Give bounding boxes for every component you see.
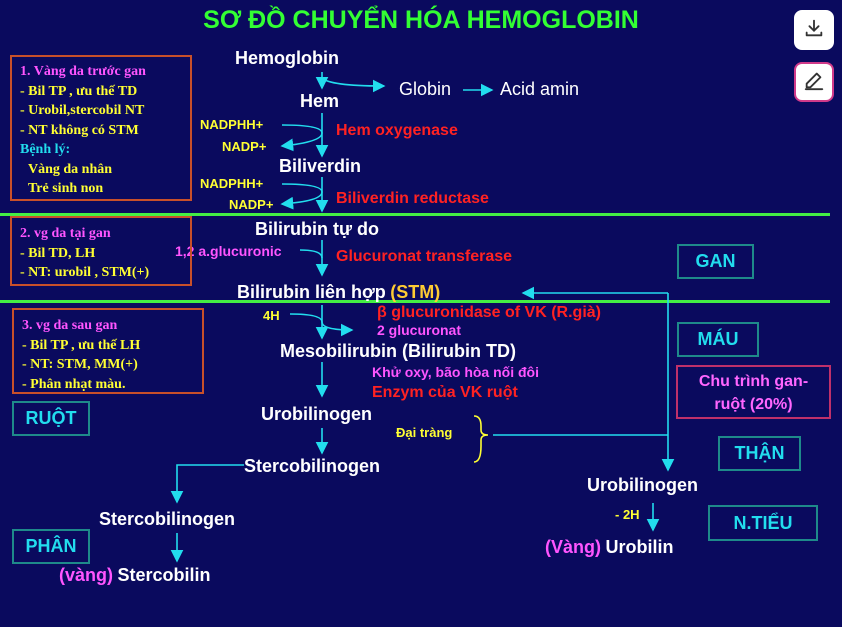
- nadp-2-label: NADP+: [229, 197, 274, 212]
- download-icon: [803, 17, 825, 44]
- page-title: SƠ ĐỒ CHUYỂN HÓA HEMOGLOBIN: [203, 6, 639, 34]
- stm-label: (STM): [390, 282, 441, 302]
- box1-item: - Urobil,stercobil NT: [20, 103, 145, 118]
- divider-mau: [0, 300, 830, 303]
- chu-trinh-line-2: ruột (20%): [714, 396, 793, 413]
- jaundice-pre-hepatic-box: 1. Vàng da trước gan - Bil TP , ưu thế T…: [10, 55, 192, 201]
- bilirubin-lien-hop-label: Bilirubin liên hợp: [237, 282, 386, 302]
- box3-heading: 3. vg da sau gan: [22, 318, 118, 333]
- box1-benh-ly-item: Trẻ sinh non: [28, 181, 104, 196]
- box1-heading: 1. Vàng da trước gan: [20, 64, 146, 79]
- glucuronat-transferase-label: Glucuronat transferase: [336, 248, 513, 265]
- hem-label: Hem: [300, 91, 340, 111]
- download-button[interactable]: [794, 10, 834, 50]
- stercobilin-label: Stercobilin: [117, 565, 211, 585]
- bilirubin-tu-do-label: Bilirubin tự do: [255, 219, 380, 239]
- stercobilinogen-2-label: Stercobilinogen: [99, 509, 236, 529]
- hemoglobin-label: Hemoglobin: [235, 48, 339, 68]
- box2-item: - NT: urobil , STM(+): [20, 265, 150, 280]
- khu-oxy-label: Khử oxy, bão hòa nối đôi: [372, 364, 539, 380]
- divider-gan: [0, 213, 830, 216]
- ruot-label: RUỘT: [12, 401, 90, 436]
- nadphh-2-label: NADPHH+: [200, 176, 264, 191]
- box1-benh-ly-item: Vàng da nhân: [28, 161, 113, 177]
- box3-item: - Phân nhạt màu.: [22, 376, 126, 392]
- n-tieu-label: N.TIỂU: [708, 505, 818, 541]
- box1-benh-ly-label: Bệnh lý:: [20, 142, 71, 157]
- mau-label: MÁU: [677, 322, 759, 357]
- urobilin-label: Urobilin: [605, 537, 674, 557]
- box3-item: - Bil TP , ưu thế LH: [22, 337, 141, 353]
- jaundice-hepatic-box: 2. vg da tại gan - Bil TD, LH - NT: urob…: [10, 216, 192, 286]
- box1-item: - Bil TP , ưu thế TD: [20, 83, 138, 99]
- beta-glucuronidase-label: β glucuronidase of VK (R.già): [377, 304, 601, 321]
- vang-left-label: (vàng): [59, 565, 113, 585]
- urobilinogen-right-label: Urobilinogen: [587, 475, 698, 495]
- box3-item: - NT: STM, MM(+): [22, 357, 138, 372]
- box2-item: - Bil TD, LH: [20, 245, 96, 261]
- glucuronic-label: 1,2 a.glucuronic: [175, 243, 282, 259]
- nadphh-1-label: NADPHH+: [200, 117, 264, 132]
- h4-label: 4H: [263, 308, 280, 323]
- hem-oxygenase-label: Hem oxygenase: [336, 122, 458, 139]
- than-label: THẬN: [718, 436, 801, 471]
- stercobilin: (vàng) Stercobilin: [59, 565, 210, 586]
- glucuronat-2-label: 2 glucuronat: [377, 322, 462, 338]
- biliverdin-reductase-label: Biliverdin reductase: [336, 190, 489, 207]
- acid-amin-label: Acid amin: [500, 79, 580, 99]
- dai-trang-label: Đại tràng: [396, 425, 453, 440]
- chu-trinh-gan-ruot-box: Chu trình gan- ruột (20%): [676, 365, 831, 419]
- mesobilirubin-label: Mesobilirubin (Bilirubin TD): [280, 341, 516, 361]
- bilirubin-lien-hop: Bilirubin liên hợp (STM): [237, 282, 440, 303]
- edit-button[interactable]: [794, 62, 834, 102]
- jaundice-post-hepatic-box: 3. vg da sau gan - Bil TP , ưu thế LH - …: [12, 308, 204, 394]
- gan-label: GAN: [677, 244, 754, 279]
- minus-2h-label: - 2H: [615, 507, 640, 522]
- box2-heading: 2. vg da tại gan: [20, 226, 111, 241]
- biliverdin-label: Biliverdin: [279, 156, 362, 176]
- stercobilinogen-1-label: Stercobilinogen: [244, 456, 381, 476]
- edit-icon: [803, 69, 825, 96]
- vang-right-label: (Vàng): [545, 537, 601, 557]
- urobilin: (Vàng) Urobilin: [545, 537, 673, 558]
- phan-label: PHÂN: [12, 529, 90, 564]
- nadp-1-label: NADP+: [222, 139, 267, 154]
- box1-item: - NT không có STM: [20, 122, 139, 138]
- enzym-vk-label: Enzym của VK ruột: [372, 384, 518, 401]
- chu-trinh-line-1: Chu trình gan-: [698, 373, 809, 390]
- globin-label: Globin: [399, 79, 452, 99]
- urobilinogen-left-label: Urobilinogen: [261, 404, 372, 424]
